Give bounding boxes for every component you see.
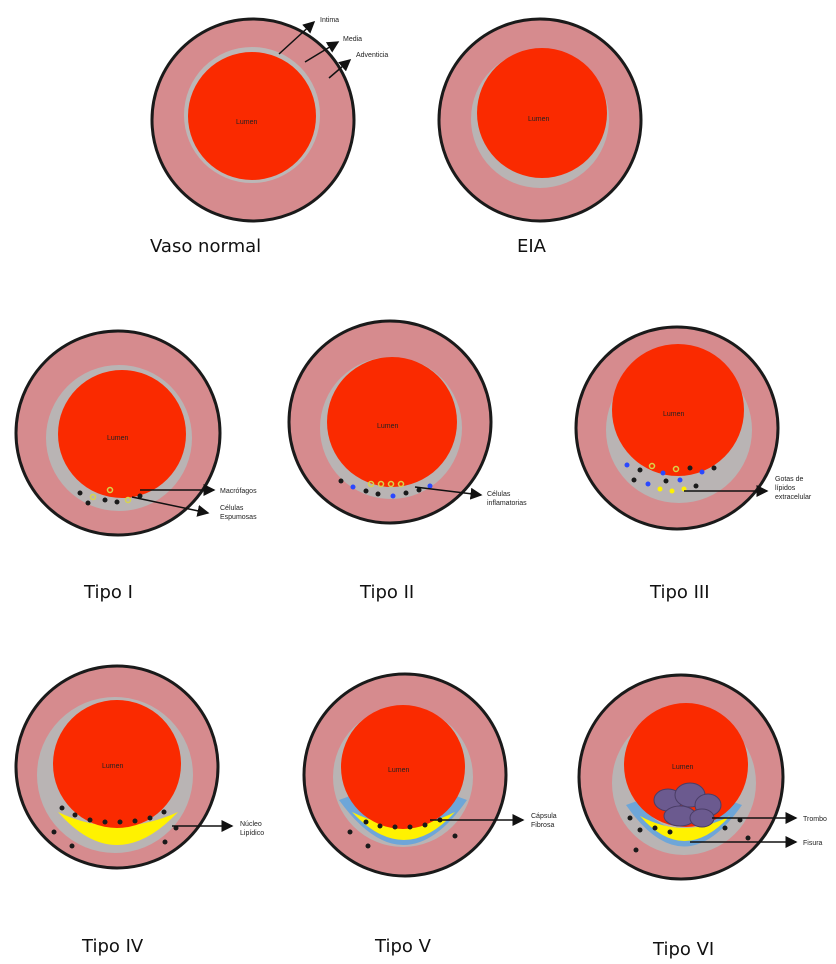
vessel-tipo-4: Lumen Núcleo Lipídico Tipo IV <box>16 666 264 957</box>
inflamatorias-label-1: Células <box>487 491 511 498</box>
lumen <box>612 344 744 476</box>
lumen-label: Lumen <box>102 763 124 770</box>
caption-tipo-5: Tipo V <box>374 936 432 957</box>
lipidos-label-2: lípidos <box>775 485 796 492</box>
nucleo-label-1: Núcleo <box>240 821 262 828</box>
caption-tipo-1: Tipo I <box>83 582 133 603</box>
lumen <box>327 357 457 487</box>
inflamatorias-label-2: inflamatorias <box>487 500 527 507</box>
vessel-tipo-1: Lumen Macrófagos Células Espumosas Tipo … <box>16 331 257 603</box>
media-label: Media <box>343 36 362 43</box>
lipidos-label-3: extracelular <box>775 494 812 501</box>
nucleo-label-2: Lipídico <box>240 830 264 837</box>
lumen <box>58 370 186 498</box>
vessel-tipo-3: Lumen Gotas de lípidos extracelular Tipo… <box>576 327 812 603</box>
lumen <box>477 48 607 178</box>
vessel-normal: Lumen Intima Media Adventicia Vaso norma… <box>150 17 388 257</box>
caption-tipo-3: Tipo III <box>649 582 710 603</box>
lumen-label: Lumen <box>107 435 129 442</box>
lipidos-label-1: Gotas de <box>775 476 804 483</box>
lumen-label: Lumen <box>236 119 258 126</box>
lumen-label: Lumen <box>528 116 550 123</box>
lumen <box>188 52 316 180</box>
lumen-label: Lumen <box>377 423 399 430</box>
celulas-label-2: Espumosas <box>220 514 257 521</box>
macrofagos-label: Macrófagos <box>220 488 257 495</box>
trombo-label: Trombo <box>803 816 827 823</box>
adventicia-label: Adventicia <box>356 52 388 59</box>
vessel-tipo-5: Lumen Cápsula Fibrosa Tipo V <box>304 674 557 957</box>
vessel-tipo-6: Lumen Trombo Fisura Tipo VI <box>579 675 827 960</box>
vessel-tipo-2: Lumen Células inflamatorias Tipo II <box>289 321 527 603</box>
fisura-label: Fisura <box>803 840 823 847</box>
lumen-label: Lumen <box>388 767 410 774</box>
caption-tipo-4: Tipo IV <box>81 936 144 957</box>
caption-eia: EIA <box>517 236 547 257</box>
caption-vaso-normal: Vaso normal <box>150 236 261 257</box>
vessel-eia: Lumen EIA <box>439 19 641 257</box>
lumen-label: Lumen <box>663 411 685 418</box>
capsula-label-2: Fibrosa <box>531 822 554 829</box>
capsula-label-1: Cápsula <box>531 813 557 820</box>
lumen-label: Lumen <box>672 764 694 771</box>
intima-label: Intima <box>320 17 339 24</box>
caption-tipo-2: Tipo II <box>359 582 414 603</box>
celulas-label-1: Células <box>220 505 244 512</box>
caption-tipo-6: Tipo VI <box>652 939 714 960</box>
